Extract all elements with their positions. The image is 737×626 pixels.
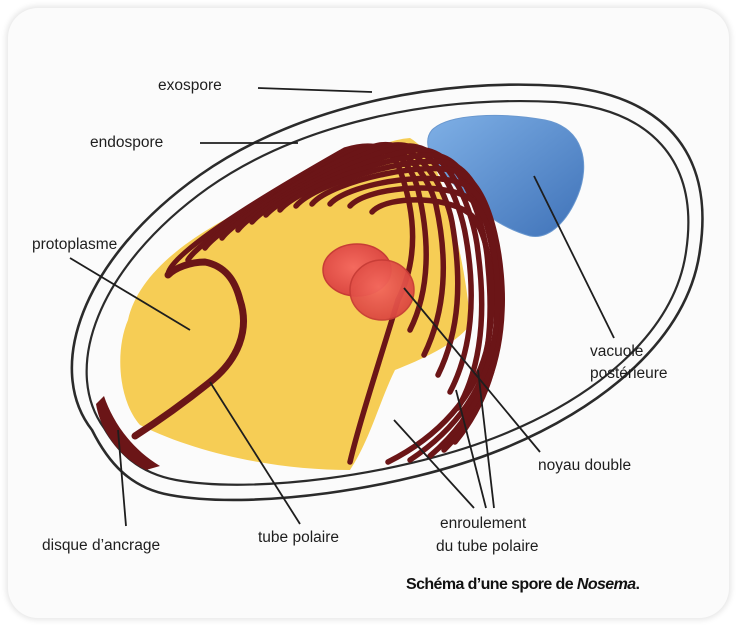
label-enroulement-2: du tube polaire [436,537,539,557]
caption-suffix: . [636,576,640,593]
label-noyau-double: noyau double [538,456,631,476]
leader-exospore [258,88,372,92]
figure-caption: Schéma d’une spore de Nosema. [406,576,716,594]
label-disque-ancrage: disque d’ancrage [42,536,160,556]
label-enroulement-1: enroulement [440,514,526,534]
label-exospore: exospore [158,76,222,96]
label-vacuole-1: vacuole [590,342,643,362]
label-vacuole-2: postérieure [590,364,668,384]
caption-genus: Nosema [577,576,636,593]
label-endospore: endospore [90,133,163,153]
label-protoplasme: protoplasme [32,235,117,255]
label-tube-polaire: tube polaire [258,528,339,548]
caption-prefix: Schéma d’une spore de [406,576,577,593]
